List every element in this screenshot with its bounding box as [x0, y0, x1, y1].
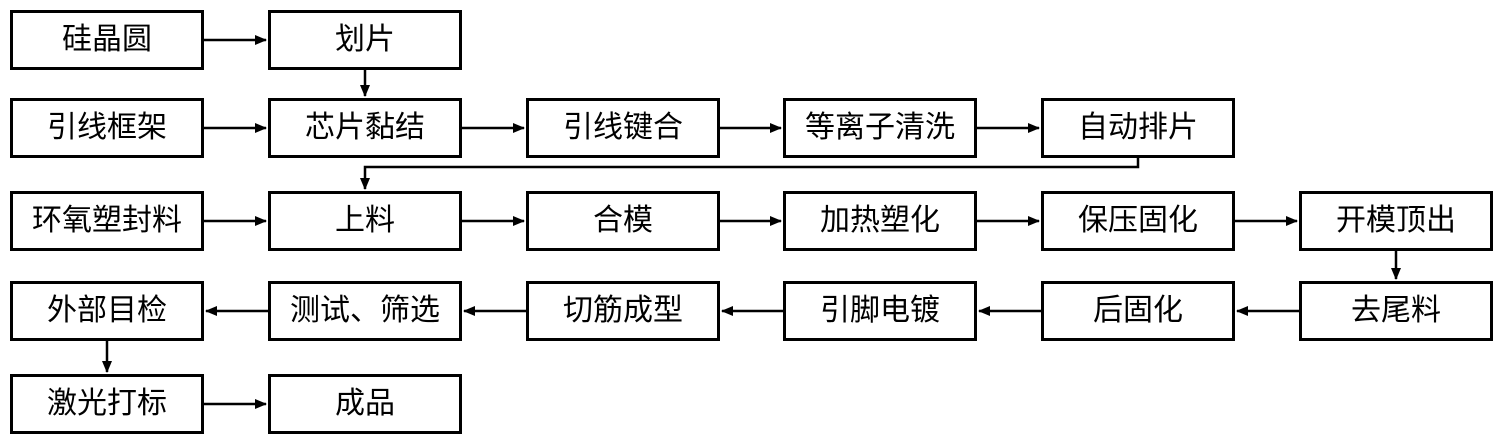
node-die-attach: 芯片黏结: [268, 98, 462, 158]
node-lead-plating: 引脚电镀: [783, 281, 977, 341]
node-material-loading: 上料: [268, 191, 462, 251]
node-silicon-wafer: 硅晶圆: [10, 10, 204, 70]
node-auto-loading: 自动排片: [1041, 98, 1235, 158]
node-plasma-cleaning: 等离子清洗: [783, 98, 977, 158]
node-post-cure: 后固化: [1041, 281, 1235, 341]
node-lead-frame: 引线框架: [10, 98, 204, 158]
node-epoxy-compound: 环氧塑封料: [10, 191, 204, 251]
node-pressure-cure: 保压固化: [1041, 191, 1235, 251]
node-trim-form: 切筋成型: [526, 281, 720, 341]
node-mold-close: 合模: [526, 191, 720, 251]
node-external-inspection: 外部目检: [10, 281, 204, 341]
node-wire-bonding: 引线键合: [526, 98, 720, 158]
node-finished-product: 成品: [268, 374, 462, 434]
edge-autoload-to-loading: [360, 158, 1140, 190]
node-degate: 去尾料: [1299, 281, 1493, 341]
node-heat-plasticize: 加热塑化: [783, 191, 977, 251]
node-mold-open-eject: 开模顶出: [1299, 191, 1493, 251]
node-laser-marking: 激光打标: [10, 374, 204, 434]
node-test-screening: 测试、筛选: [268, 281, 462, 341]
node-dicing: 划片: [268, 10, 462, 70]
